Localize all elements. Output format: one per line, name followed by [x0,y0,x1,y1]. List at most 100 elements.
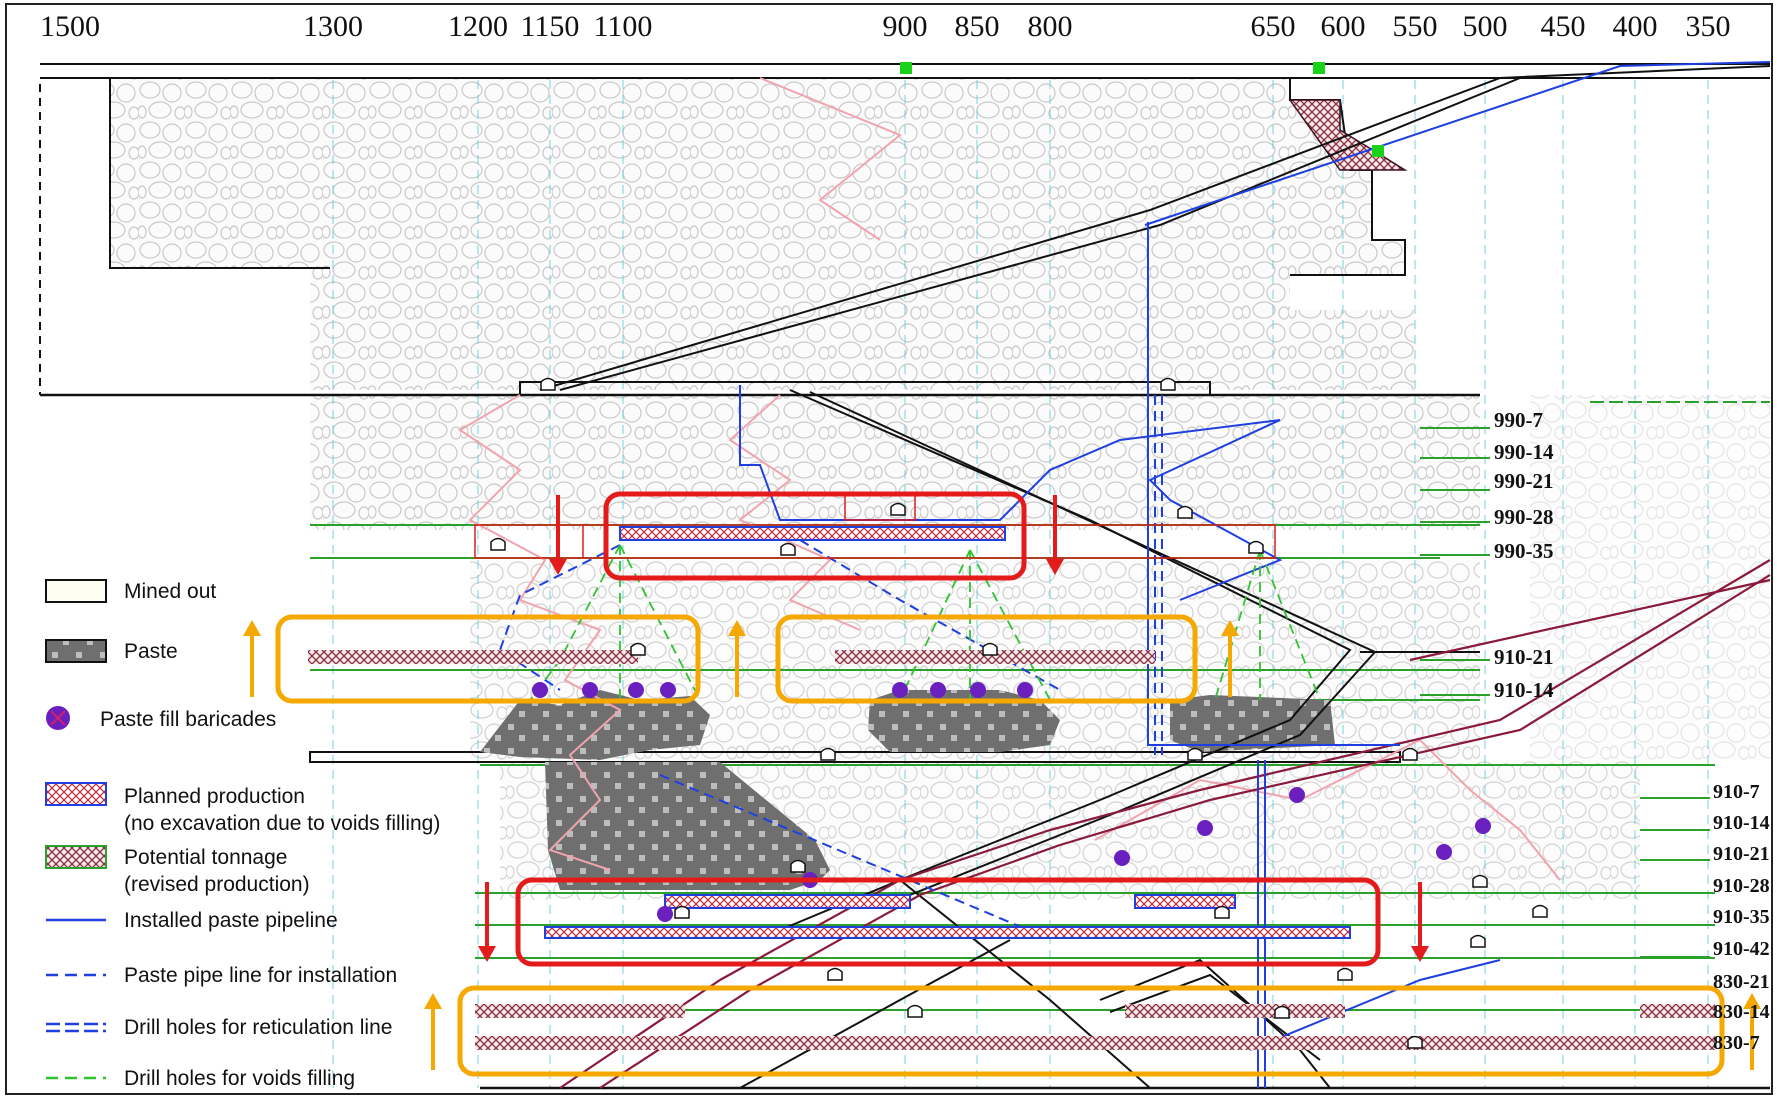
highlight-box-910-21-east [775,614,1198,704]
red-arrows [478,495,1429,962]
legend: Mined out Paste Paste fill baricades Pla… [45,579,440,1090]
barricade-marker [660,682,676,698]
drawpoint-marker [630,642,646,656]
level-label: 830-14 [1713,1001,1770,1023]
drawpoint-marker [1160,377,1176,391]
level-label: 990-7 [1494,408,1543,432]
axis-tick-label: 600 [1321,10,1366,43]
legend-swatch-potential [45,845,107,869]
barricade-marker [1197,820,1213,836]
drawpoint-marker [820,747,836,761]
level-label: 910-21 [1713,843,1770,865]
drawpoint-marker [1177,505,1193,519]
drawpoint-marker [1472,874,1488,888]
level-label: 910-7 [1713,781,1760,803]
arrow-head [728,620,746,636]
highlight-box-990 [603,491,1027,581]
legend-mined-out: Mined out [124,580,216,603]
arrow-head [243,620,261,636]
arrow-head [1221,620,1239,636]
drawpoint-marker [1407,1035,1423,1049]
axis-tick-label: 800 [1028,10,1073,43]
legend-potential-tonnage: Potential tonnage [124,846,287,869]
barricade-marker [628,682,644,698]
potential-tonnage-highlights [275,614,1725,1077]
access-ramp [539,65,1771,1089]
paste-fill-barricades [532,682,1491,922]
stope-outline-left [109,78,330,269]
drawpoint-marker [1187,747,1203,761]
arrow-head [1411,946,1429,962]
axis-tick-label: 1300 [303,10,363,43]
arrow-head [549,559,567,575]
level-label: 910-21 [1494,645,1554,669]
highlight-box-910 [515,877,1381,967]
axis-tick-label: 900 [883,10,928,43]
drawpoint-marker [1248,540,1264,554]
barricade-marker [1289,787,1305,803]
axis-tick-label: 450 [1541,10,1586,43]
arrow-head [478,946,496,962]
highlight-box-830 [457,985,1725,1077]
legend-drill-holes-reticulation: Drill holes for reticulation line [124,1016,392,1039]
legend-pipe-installation: Paste pipe line for installation [124,964,397,987]
barricade-marker [1436,844,1452,860]
drawpoint-marker [1470,934,1486,948]
drawpoint-marker [827,967,843,981]
arrow-head [1743,993,1761,1009]
level-labels-lower: 910-7 910-14 910-21 910-28 910-35 910-42 830-2… [1713,781,1770,1054]
legend-swatch-barricade-cross [50,710,66,726]
planned-paste-pipeline [498,395,1163,936]
legend-installed-pipeline: Installed paste pipeline [124,909,338,932]
level-label: 910-14 [1494,678,1554,702]
axis-tick-label: 850 [955,10,1000,43]
arrow-head [1046,559,1064,575]
drawpoint-marker [1337,967,1353,981]
level-label: 990-14 [1494,440,1554,464]
axis-tick-label: 500 [1463,10,1508,43]
legend-drill-holes-voids: Drill holes for voids filling [124,1067,355,1090]
barricade-marker [1475,818,1491,834]
level-label: 910-14 [1713,812,1770,834]
barricade-marker [532,682,548,698]
legend-swatch-planned [45,782,107,806]
axis-tick-label: 1150 [521,10,580,43]
drawpoint-marker [780,542,796,556]
level-label: 910-42 [1713,938,1770,960]
barricade-marker [892,682,908,698]
legend-swatch-paste [45,639,107,663]
legend-paste: Paste [124,640,178,663]
planned-production-areas [544,526,1351,939]
axis-tick-label: 550 [1393,10,1438,43]
drawpoint-marker [890,502,906,516]
barricade-marker [657,906,673,922]
old-development-traces [458,77,1561,881]
planned-production-highlights [515,491,1381,967]
level-label: 910-28 [1713,875,1770,897]
drawpoint-marker [1532,904,1548,918]
legend-swatch-mined-out [45,579,107,603]
barricade-marker [1017,682,1033,698]
host-rock-zones [110,78,1770,900]
legend-paste-fill-barricades: Paste fill baricades [100,708,276,731]
drawpoint-marker [674,905,690,919]
level-label: 990-35 [1494,539,1554,563]
arrow-head [424,993,442,1009]
drawpoint-marker [1402,747,1418,761]
axis-tick-label: 1200 [448,10,508,43]
barricade-marker [970,682,986,698]
legend-planned-production-note: (no excavation due to voids filling) [124,812,440,835]
level-label: 830-21 [1713,971,1770,993]
drawpoint-marker [1214,905,1230,919]
drawpoint-marker [982,642,998,656]
level-label: 910-35 [1713,906,1770,928]
orange-arrows [243,620,1761,1070]
survey-markers [900,62,1384,157]
paste-filled-voids [480,690,1335,890]
drawpoint-marker [907,1004,923,1018]
vertical-grid [332,80,1709,1088]
drawpoint-marker [790,859,806,873]
